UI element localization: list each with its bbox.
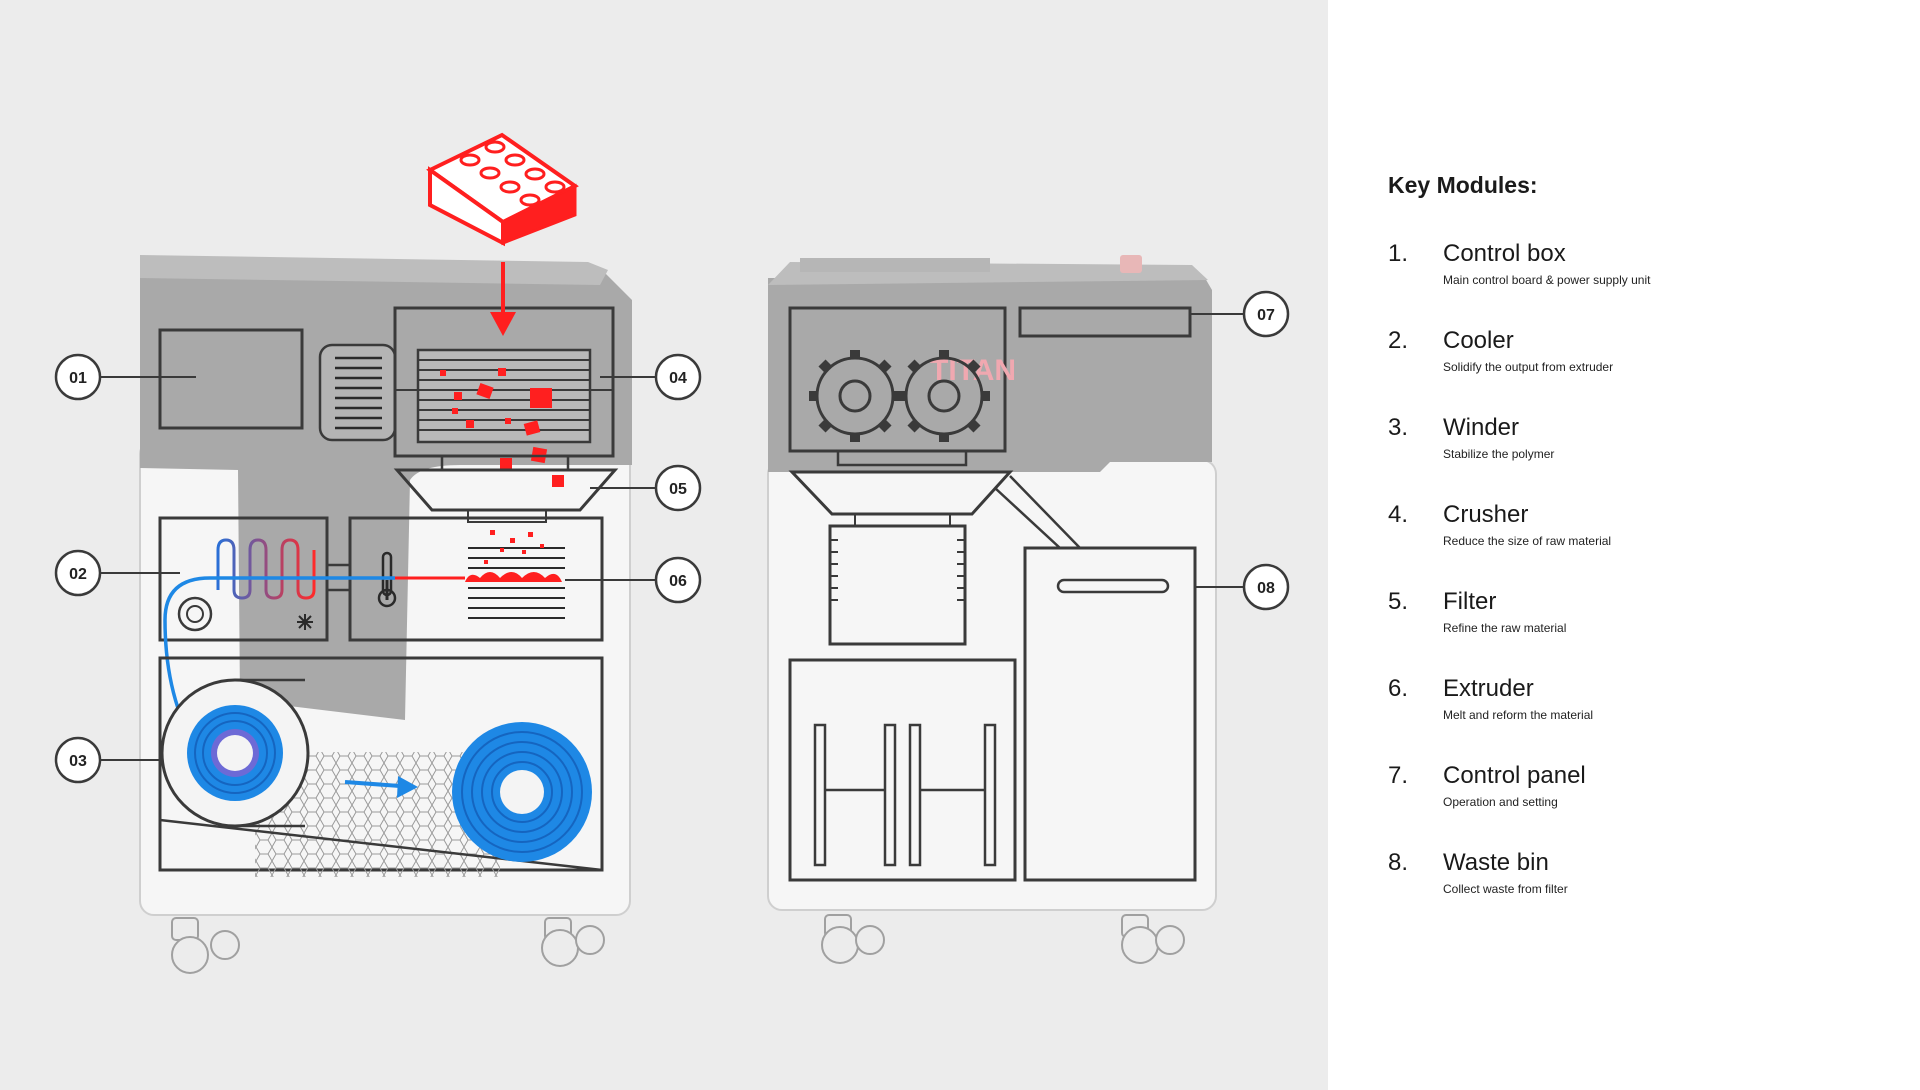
gear-icon [809,350,901,442]
right-machine: TITAN [767,255,1217,964]
legend-name: Filter [1443,588,1497,615]
waste-bin [1023,546,1197,882]
legend-name: Control box [1443,240,1566,267]
legend-description: Stabilize the polymer [1443,447,1555,461]
legend-description: Main control board & power supply unit [1443,273,1651,287]
callout-08: 08 [1242,563,1290,611]
legend-number: 6. [1388,675,1409,702]
control-box [158,328,304,430]
legend-number: 3. [1388,414,1409,441]
legend-number: 4. [1388,501,1409,528]
callout-label: 08 [1257,580,1275,597]
legend-description: Reduce the size of raw material [1443,534,1612,548]
brick-icon [426,132,579,247]
left-lid [140,255,608,285]
right-top-housing [768,278,1212,472]
callout-07: 07 [1242,290,1290,338]
left-machine [139,132,632,974]
legend-panel: Key Modules: 1. Control box Main control… [1328,0,1920,1090]
callout-label: 05 [669,481,687,498]
callout-01: 01 [54,353,102,401]
legend-number: 2. [1388,327,1409,354]
right-casters [821,914,1185,964]
heat-coil [216,538,316,600]
machine-diagram: TITAN [54,132,1290,974]
diagram-panel: TITAN [0,0,1328,1090]
spool-icon [452,722,592,862]
legend-description: Melt and reform the material [1443,708,1594,722]
filter-funnel [393,468,619,512]
left-casters [171,917,605,974]
legend-name: Crusher [1443,501,1529,528]
callout-lines [101,313,1244,761]
callout-05: 05 [654,464,702,512]
snowflake-icon [297,614,313,630]
callout-03: 03 [54,736,102,784]
callout-label: 02 [69,566,87,583]
callout-label: 03 [69,753,87,770]
legend-name: Control panel [1443,762,1586,789]
spool-icon [187,705,283,801]
gear-icon [898,350,990,442]
callout-06: 06 [654,556,702,604]
control-panel [1018,306,1192,338]
arrow-icon [344,776,418,798]
legend-number: 8. [1388,849,1409,876]
legend-name: Winder [1443,414,1520,441]
feed-arrow-icon [490,262,516,336]
legend-description: Collect waste from filter [1443,882,1568,896]
callout-label: 06 [669,573,687,590]
legend-name: Waste bin [1443,849,1549,876]
legend-number: 7. [1388,762,1409,789]
legend-name: Extruder [1443,675,1534,702]
filter-box [828,524,967,646]
legend-number: 5. [1388,588,1409,615]
frame [788,658,1017,882]
legend-description: Refine the raw material [1443,621,1567,635]
legend-title: Key Modules: [1388,172,1538,198]
molten-material [465,572,562,582]
callout-04: 04 [654,353,702,401]
legend-description: Solidify the output from extruder [1443,360,1614,374]
callout-02: 02 [54,549,102,597]
callout-label: 04 [669,370,687,387]
legend-number: 1. [1388,240,1409,267]
waste-bin-handle [1056,578,1170,594]
legend-name: Cooler [1443,327,1514,354]
legend-description: Operation and setting [1443,795,1558,809]
top-knob [1120,255,1142,273]
callout-label: 01 [69,370,87,387]
thermometer-icon [377,551,397,608]
callout-label: 07 [1257,307,1275,324]
crushed-fragments [440,368,564,487]
